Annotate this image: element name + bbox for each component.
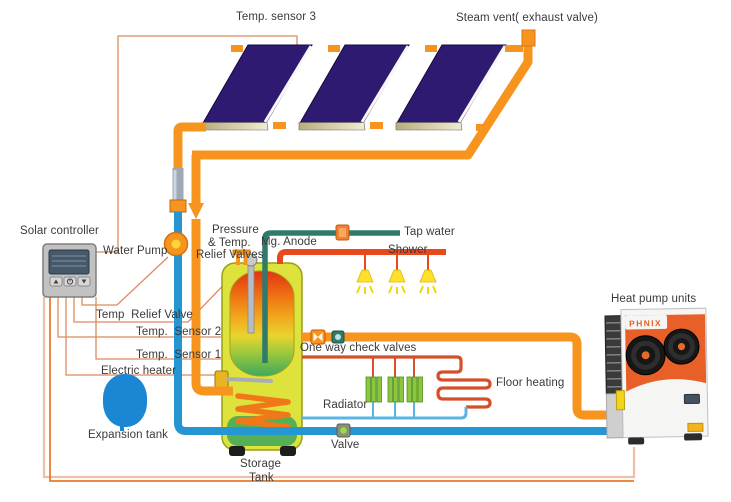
heatpump-display [683,393,700,405]
steam-vent-valve [521,29,536,47]
tap-water-valve [335,224,350,241]
controller-screen [48,249,90,275]
collector-manifold-pipe [192,46,533,160]
electric-heater-flange [214,370,229,389]
label-one-way-check-valves: One way check valves [300,342,417,354]
label-valve: Valve [331,439,360,451]
heatpump-foot-right [684,433,703,441]
wire-temp-sensor-3 [96,35,298,253]
label-temp-relief-valve: Temp Relief Valve [96,309,193,321]
solar-controller-device [42,243,97,298]
controller-wires [42,35,636,482]
heatpump-foot-left [628,437,645,445]
label-water-pump: Water Pump [103,245,168,257]
label-pressure-relief-2: & Temp. [208,237,251,249]
shower-line [277,249,446,294]
label-storage-tank-line2: Tank [249,472,274,484]
wire-temp-sensor-2 [57,297,221,338]
label-storage-tank-line1: Storage [240,458,281,470]
electric-heater-element [226,377,273,383]
solar-collectors [192,29,536,160]
flow-arrow-down [188,203,204,219]
pressure-temp-relief-valve-icon [232,249,251,265]
label-pressure-relief-3: Relief Valves [196,249,264,261]
storage-tank [214,262,303,456]
label-tap-water: Tap water [404,226,455,238]
solar-panel-1 [200,43,314,132]
water-pump-icon [163,231,189,257]
label-floor-heating: Floor heating [496,377,565,389]
expansion-tank-shape [103,374,147,431]
shower-heads [356,269,437,283]
label-pressure-relief-1: Pressure [212,224,259,236]
check-valve-teal-icon [331,330,345,344]
label-mg-anode: Mg. Anode [261,236,317,248]
label-temp-sensor-3: Temp. sensor 3 [236,11,317,23]
label-steam-vent: Steam vent( exhaust valve) [456,12,598,24]
solar-panel-2 [297,43,411,132]
label-heat-pump-units: Heat pump units [611,293,697,305]
wire-bottom-pink [42,297,636,479]
wire-relief-valve [73,270,238,323]
tank-foot-right [280,446,296,456]
tank-inner-vessel [229,270,295,377]
controller-buttons[interactable] [49,276,91,287]
label-expansion-tank: Expansion tank [88,429,169,441]
pipe-fitting [169,199,187,213]
label-shower: Shower [388,244,428,256]
wire-water-pump [81,256,169,306]
wire-electric-heater [65,297,219,376]
shower-spray [356,285,437,294]
tap-water-line [262,224,400,363]
radiators [365,376,423,403]
down-arrow-icon [81,279,87,284]
one-way-check-valve-icon [310,329,326,345]
label-electric-heater: Electric heater [101,365,177,377]
fan-right [663,328,700,365]
heating-supply-line [302,355,492,409]
wire-bottom-orange [49,297,634,482]
tank-foot-left [229,446,245,456]
heating-return-line [302,407,468,420]
collector-riser [169,122,206,213]
label-temp-sensor-2: Temp. Sensor 2 [136,326,222,338]
heating-circuit [302,355,492,420]
heatpump-sticker-bottom [687,422,704,433]
label-solar-controller: Solar controller [20,225,99,237]
label-radiator: Radiator [323,399,368,411]
fan-left [625,335,666,376]
collector-hot-return [188,155,233,396]
heatpump-sticker-left [615,390,626,411]
heatpump-brand-text: PHNIX [629,318,662,329]
tank-to-heatpump-hot-pipe [302,332,616,420]
cold-water-pipe [174,212,612,435]
up-arrow-icon [53,279,59,284]
label-temp-sensor-1: Temp. Sensor 1 [136,349,222,361]
blue-pipe-valve [336,423,351,438]
heat-pump-unit: PHNIX [604,307,709,445]
